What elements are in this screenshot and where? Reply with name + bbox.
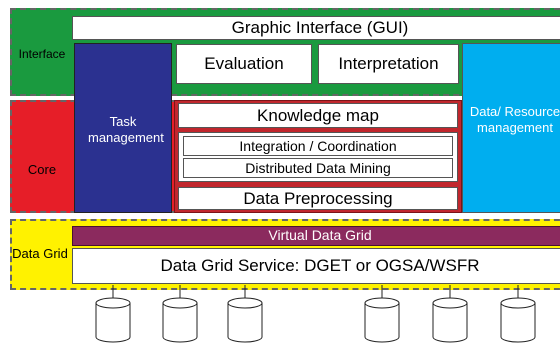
databases [95, 285, 536, 343]
database-icon-top [500, 297, 536, 309]
data-resource-management-label: Data/ Resource management [469, 104, 560, 136]
task-management-box: Task management [74, 43, 172, 213]
database-icon-top [364, 297, 400, 309]
distributed-data-mining-box: Distributed Data Mining [183, 158, 453, 178]
database-icon-top [162, 297, 198, 309]
database-icon [227, 303, 263, 343]
data-grid-layer-label: Data Grid [12, 245, 68, 261]
task-management-label: Task management [88, 114, 164, 146]
core-layer-label: Core [27, 161, 57, 177]
virtual-data-grid-bar: Virtual Data Grid [72, 226, 560, 246]
database-icon [500, 303, 536, 343]
database-icon [95, 303, 131, 343]
data-preprocessing-box: Data Preprocessing [178, 187, 458, 210]
data-grid-service-box: Data Grid Service: DGET or OGSA/WSFR [72, 248, 560, 284]
integration-coordination-box: Integration / Coordination [183, 136, 453, 156]
database-icon [364, 303, 400, 343]
evaluation-box: Evaluation [176, 44, 312, 84]
database-icon-top [432, 297, 468, 309]
database-icon-top [95, 297, 131, 309]
database-icon [432, 303, 468, 343]
gui-box: Graphic Interface (GUI) [72, 16, 560, 40]
data-resource-management-box: Data/ Resource management [462, 43, 560, 213]
database-icon-top [227, 297, 263, 309]
interpretation-box: Interpretation [318, 44, 459, 84]
knowledge-map-box: Knowledge map [178, 103, 458, 128]
interface-layer-label: Interface [18, 46, 66, 61]
database-icon [162, 303, 198, 343]
